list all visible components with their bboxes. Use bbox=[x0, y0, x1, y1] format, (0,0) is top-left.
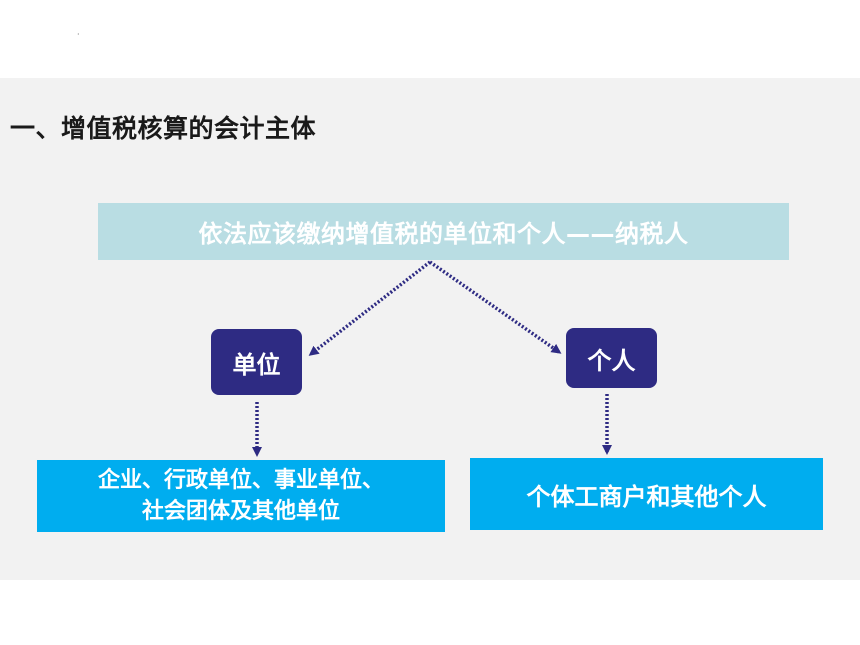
decorative-dot: · bbox=[77, 30, 80, 39]
individual-types-box: 个体工商户和其他个人 bbox=[470, 458, 823, 530]
unit-node: 单位 bbox=[211, 329, 302, 395]
unit-types-line-2: 社会团体及其他单位 bbox=[141, 499, 340, 524]
individual-node: 个人 bbox=[566, 328, 657, 388]
unit-node-label: 单位 bbox=[232, 350, 281, 379]
individual-types-text: 个体工商户和其他个人 bbox=[526, 482, 767, 511]
taxpayer-definition-text: 依法应该缴纳增值税的单位和个人——纳税人 bbox=[198, 220, 689, 248]
unit-types-line-1: 企业、行政单位、事业单位、 bbox=[97, 468, 384, 493]
taxpayer-definition-box: 依法应该缴纳增值税的单位和个人——纳税人 bbox=[98, 203, 789, 260]
individual-node-label: 个人 bbox=[587, 346, 636, 375]
arrow-to-individual bbox=[428, 260, 562, 354]
arrow-to-unit bbox=[308, 260, 432, 356]
unit-types-box: 企业、行政单位、事业单位、 社会团体及其他单位 bbox=[37, 460, 445, 532]
section-heading: 一、增值税核算的会计主体 bbox=[10, 114, 317, 143]
